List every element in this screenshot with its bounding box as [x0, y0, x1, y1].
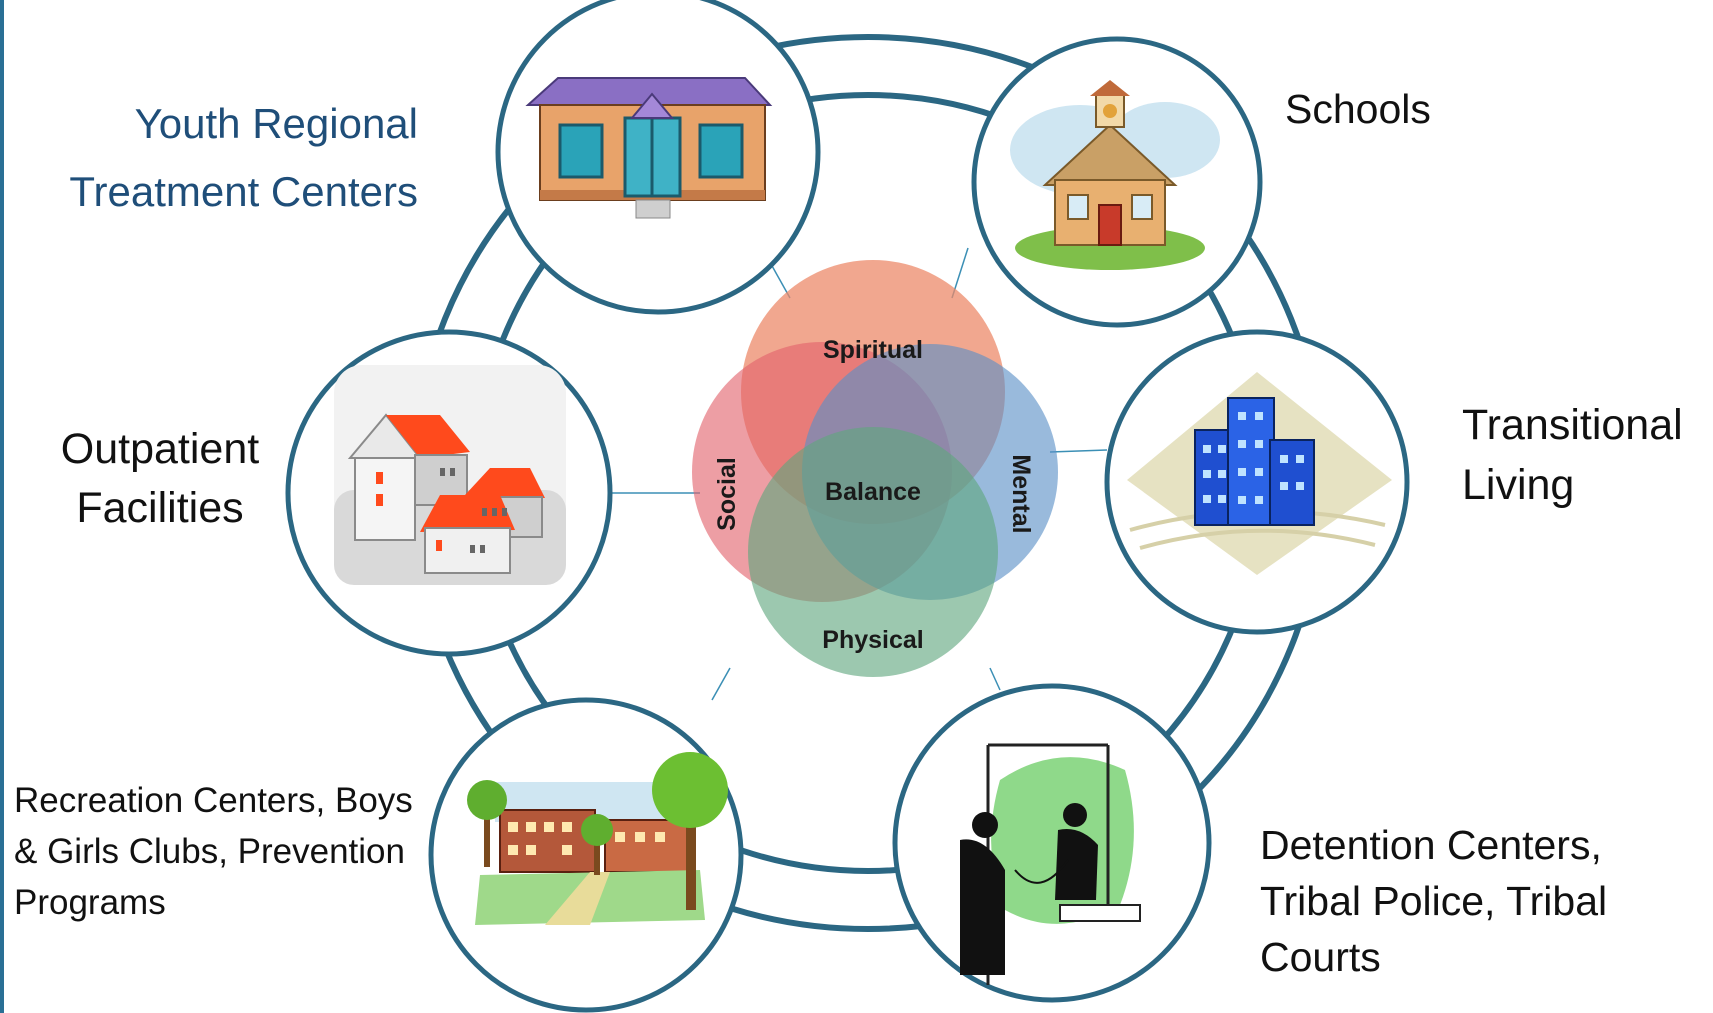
node-outpatient-facilities: [285, 329, 613, 657]
label-transitional-living: Transitional Living: [1462, 401, 1683, 509]
node-transitional-living: [1104, 329, 1410, 635]
venn-physical-circle: [748, 427, 998, 677]
schoolhouse-icon: [1010, 80, 1220, 270]
treatment-center-building-icon: [525, 77, 773, 219]
label-detention-centers: Detention Centers, Tribal Police, Tribal…: [1260, 822, 1608, 980]
apartment-building-icon: [1127, 372, 1392, 575]
detention-visit-icon: [960, 743, 1141, 985]
venn-label-mental: Mental: [1007, 454, 1035, 533]
node-detention-centers: [892, 683, 1212, 1003]
venn-label-physical: Physical: [822, 626, 923, 654]
venn-diagram: Spiritual Balance Physical Social Mental: [692, 260, 1058, 677]
label-youth-regional-treatment-centers: Youth Regional Treatment Centers: [69, 100, 418, 215]
node-schools: [971, 36, 1263, 328]
label-outpatient-facilities: Outpatient Facilities: [60, 425, 260, 532]
label-schools: Schools: [1285, 86, 1431, 132]
label-recreation-centers: Recreation Centers, Boys & Girls Clubs, …: [14, 781, 413, 922]
venn-label-balance: Balance: [825, 478, 921, 506]
venn-label-spiritual: Spiritual: [823, 336, 923, 364]
park-campus-icon: [467, 752, 728, 925]
node-recreation-centers: [428, 697, 744, 1013]
venn-label-social: Social: [713, 457, 741, 531]
node-treatment-centers: [495, 0, 821, 315]
houses-icon: [334, 365, 566, 585]
slide-edge-bar: [0, 0, 4, 1013]
